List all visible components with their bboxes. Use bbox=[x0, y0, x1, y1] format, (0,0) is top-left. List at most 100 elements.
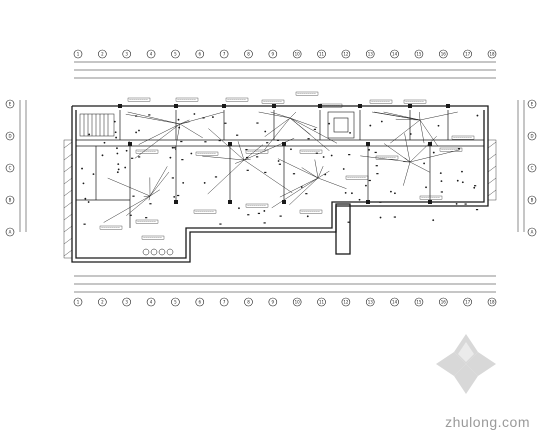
svg-text:C: C bbox=[531, 166, 534, 171]
svg-text:10: 10 bbox=[295, 300, 301, 305]
top-axis-6: 6 bbox=[195, 49, 205, 59]
svg-text:D: D bbox=[530, 134, 533, 139]
stair-core bbox=[327, 111, 355, 139]
svg-text:E: E bbox=[531, 102, 534, 107]
svg-text:16: 16 bbox=[441, 52, 447, 57]
svg-text:A: A bbox=[531, 230, 534, 235]
top-axis-14: 14 bbox=[390, 49, 399, 59]
svg-text:6: 6 bbox=[198, 52, 201, 57]
top-axis-11: 11 bbox=[317, 49, 326, 59]
building-outline bbox=[71, 105, 489, 263]
svg-text:16: 16 bbox=[441, 300, 447, 305]
svg-text:18: 18 bbox=[489, 300, 495, 305]
top-axis-3: 3 bbox=[122, 49, 132, 59]
bottom-axis-14: 14 bbox=[390, 297, 399, 307]
top-axis-4: 4 bbox=[146, 49, 156, 59]
bottom-axis-17: 17 bbox=[463, 297, 472, 307]
top-axis-12: 12 bbox=[341, 49, 351, 59]
svg-text:7: 7 bbox=[223, 52, 226, 57]
svg-text:13: 13 bbox=[368, 300, 374, 305]
bottom-axis-11: 11 bbox=[317, 297, 326, 307]
svg-text:15: 15 bbox=[416, 52, 422, 57]
right-axis-bubbles: E D C B A bbox=[527, 99, 537, 237]
svg-text:D: D bbox=[8, 134, 11, 139]
right-axis-A: A bbox=[527, 227, 537, 237]
top-axis-10: 10 bbox=[292, 49, 302, 59]
side-dimension-lines bbox=[19, 100, 525, 232]
top-axis-17: 17 bbox=[463, 49, 472, 59]
stair-left bbox=[79, 113, 115, 137]
top-axis-16: 16 bbox=[438, 49, 448, 59]
zhulong-flower-logo bbox=[436, 334, 496, 394]
bottom-axis-3: 3 bbox=[122, 297, 132, 307]
bottom-axis-18: 18 bbox=[487, 297, 497, 307]
left-axis-C: C bbox=[5, 163, 15, 173]
left-axis-A: A bbox=[5, 227, 15, 237]
svg-text:1: 1 bbox=[77, 52, 80, 57]
svg-text:14: 14 bbox=[392, 52, 398, 57]
svg-text:B: B bbox=[531, 198, 534, 203]
svg-text:B: B bbox=[9, 198, 12, 203]
svg-text:8: 8 bbox=[247, 52, 250, 57]
top-axis-15: 15 bbox=[414, 49, 424, 59]
bottom-axis-9: 9 bbox=[268, 297, 278, 307]
entry-stairs bbox=[142, 248, 174, 256]
top-axis-18: 18 bbox=[487, 49, 497, 59]
right-axis-B: B bbox=[527, 195, 537, 205]
right-axis-E: E bbox=[527, 99, 537, 109]
svg-text:6: 6 bbox=[198, 300, 201, 305]
top-dimension-lines bbox=[74, 61, 496, 79]
svg-text:13: 13 bbox=[368, 52, 374, 57]
svg-text:11: 11 bbox=[319, 300, 325, 305]
bottom-axis-12: 12 bbox=[341, 297, 351, 307]
bottom-axis-10: 10 bbox=[292, 297, 302, 307]
bottom-axis-2: 2 bbox=[98, 297, 107, 307]
svg-text:C: C bbox=[9, 166, 12, 171]
svg-text:E: E bbox=[9, 102, 12, 107]
svg-text:5: 5 bbox=[174, 52, 177, 57]
svg-text:9: 9 bbox=[272, 300, 275, 305]
bottom-axis-7: 7 bbox=[219, 297, 229, 307]
svg-text:10: 10 bbox=[295, 52, 301, 57]
right-wing-hatch bbox=[487, 139, 497, 201]
lighting-fixtures bbox=[81, 113, 479, 225]
bottom-dimension-lines bbox=[74, 275, 496, 293]
top-axis-9: 9 bbox=[268, 49, 278, 59]
svg-text:7: 7 bbox=[223, 300, 226, 305]
svg-text:17: 17 bbox=[465, 52, 471, 57]
svg-text:3: 3 bbox=[125, 300, 128, 305]
svg-text:A: A bbox=[9, 230, 12, 235]
svg-text:18: 18 bbox=[489, 52, 495, 57]
svg-text:11: 11 bbox=[319, 52, 325, 57]
bottom-axis-16: 16 bbox=[438, 297, 448, 307]
bottom-axis-5: 5 bbox=[171, 297, 180, 307]
svg-text:12: 12 bbox=[343, 300, 349, 305]
bottom-axis-4: 4 bbox=[146, 297, 156, 307]
left-axis-E: E bbox=[5, 99, 15, 109]
svg-text:17: 17 bbox=[465, 300, 471, 305]
top-axis-13: 13 bbox=[365, 49, 375, 59]
top-axis-2: 2 bbox=[98, 49, 107, 59]
left-axis-bubbles: E D C B A bbox=[5, 99, 15, 237]
circuit-label-blocks bbox=[99, 91, 475, 240]
svg-text:8: 8 bbox=[247, 300, 250, 305]
electrical-wiring bbox=[103, 111, 461, 223]
top-axis-8: 8 bbox=[244, 49, 253, 59]
svg-text:5: 5 bbox=[174, 300, 177, 305]
svg-text:15: 15 bbox=[416, 300, 422, 305]
left-axis-D: D bbox=[5, 131, 15, 141]
svg-text:4: 4 bbox=[150, 300, 153, 305]
svg-text:3: 3 bbox=[125, 52, 128, 57]
watermark-text: zhulong.com bbox=[445, 414, 530, 430]
interior-walls bbox=[76, 110, 484, 228]
bottom-axis-15: 15 bbox=[414, 297, 424, 307]
bottom-axis-1: 1 bbox=[73, 297, 83, 307]
bottom-axis-8: 8 bbox=[244, 297, 253, 307]
svg-text:9: 9 bbox=[272, 52, 275, 57]
right-axis-D: D bbox=[527, 131, 537, 141]
svg-text:1: 1 bbox=[77, 300, 80, 305]
svg-text:2: 2 bbox=[101, 52, 104, 57]
